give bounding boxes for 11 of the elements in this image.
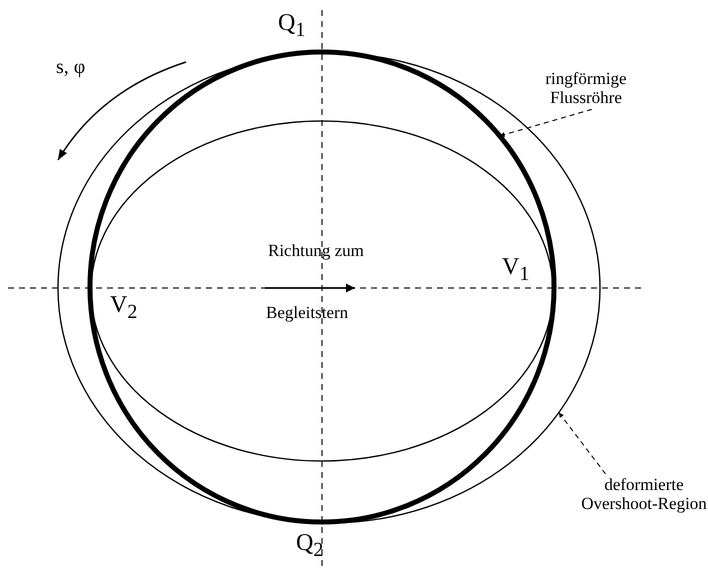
point-label: Q$_{2}$: [296, 530, 324, 561]
point-label: Q$_{1}$: [278, 10, 306, 41]
point-label: V$_{2}$: [110, 292, 138, 323]
variable-label: s, φ: [56, 56, 86, 78]
callout-label: ringförmige Flussröhre: [528, 70, 644, 108]
point-label: V$_{1}$: [502, 254, 530, 285]
direction-label: Richtung zum: [268, 242, 364, 261]
leader-line: [558, 412, 606, 474]
callout-label: deformierte Overshoot-Region: [580, 476, 708, 514]
leader-line: [499, 108, 592, 137]
direction-label: Begleitstern: [266, 304, 348, 323]
